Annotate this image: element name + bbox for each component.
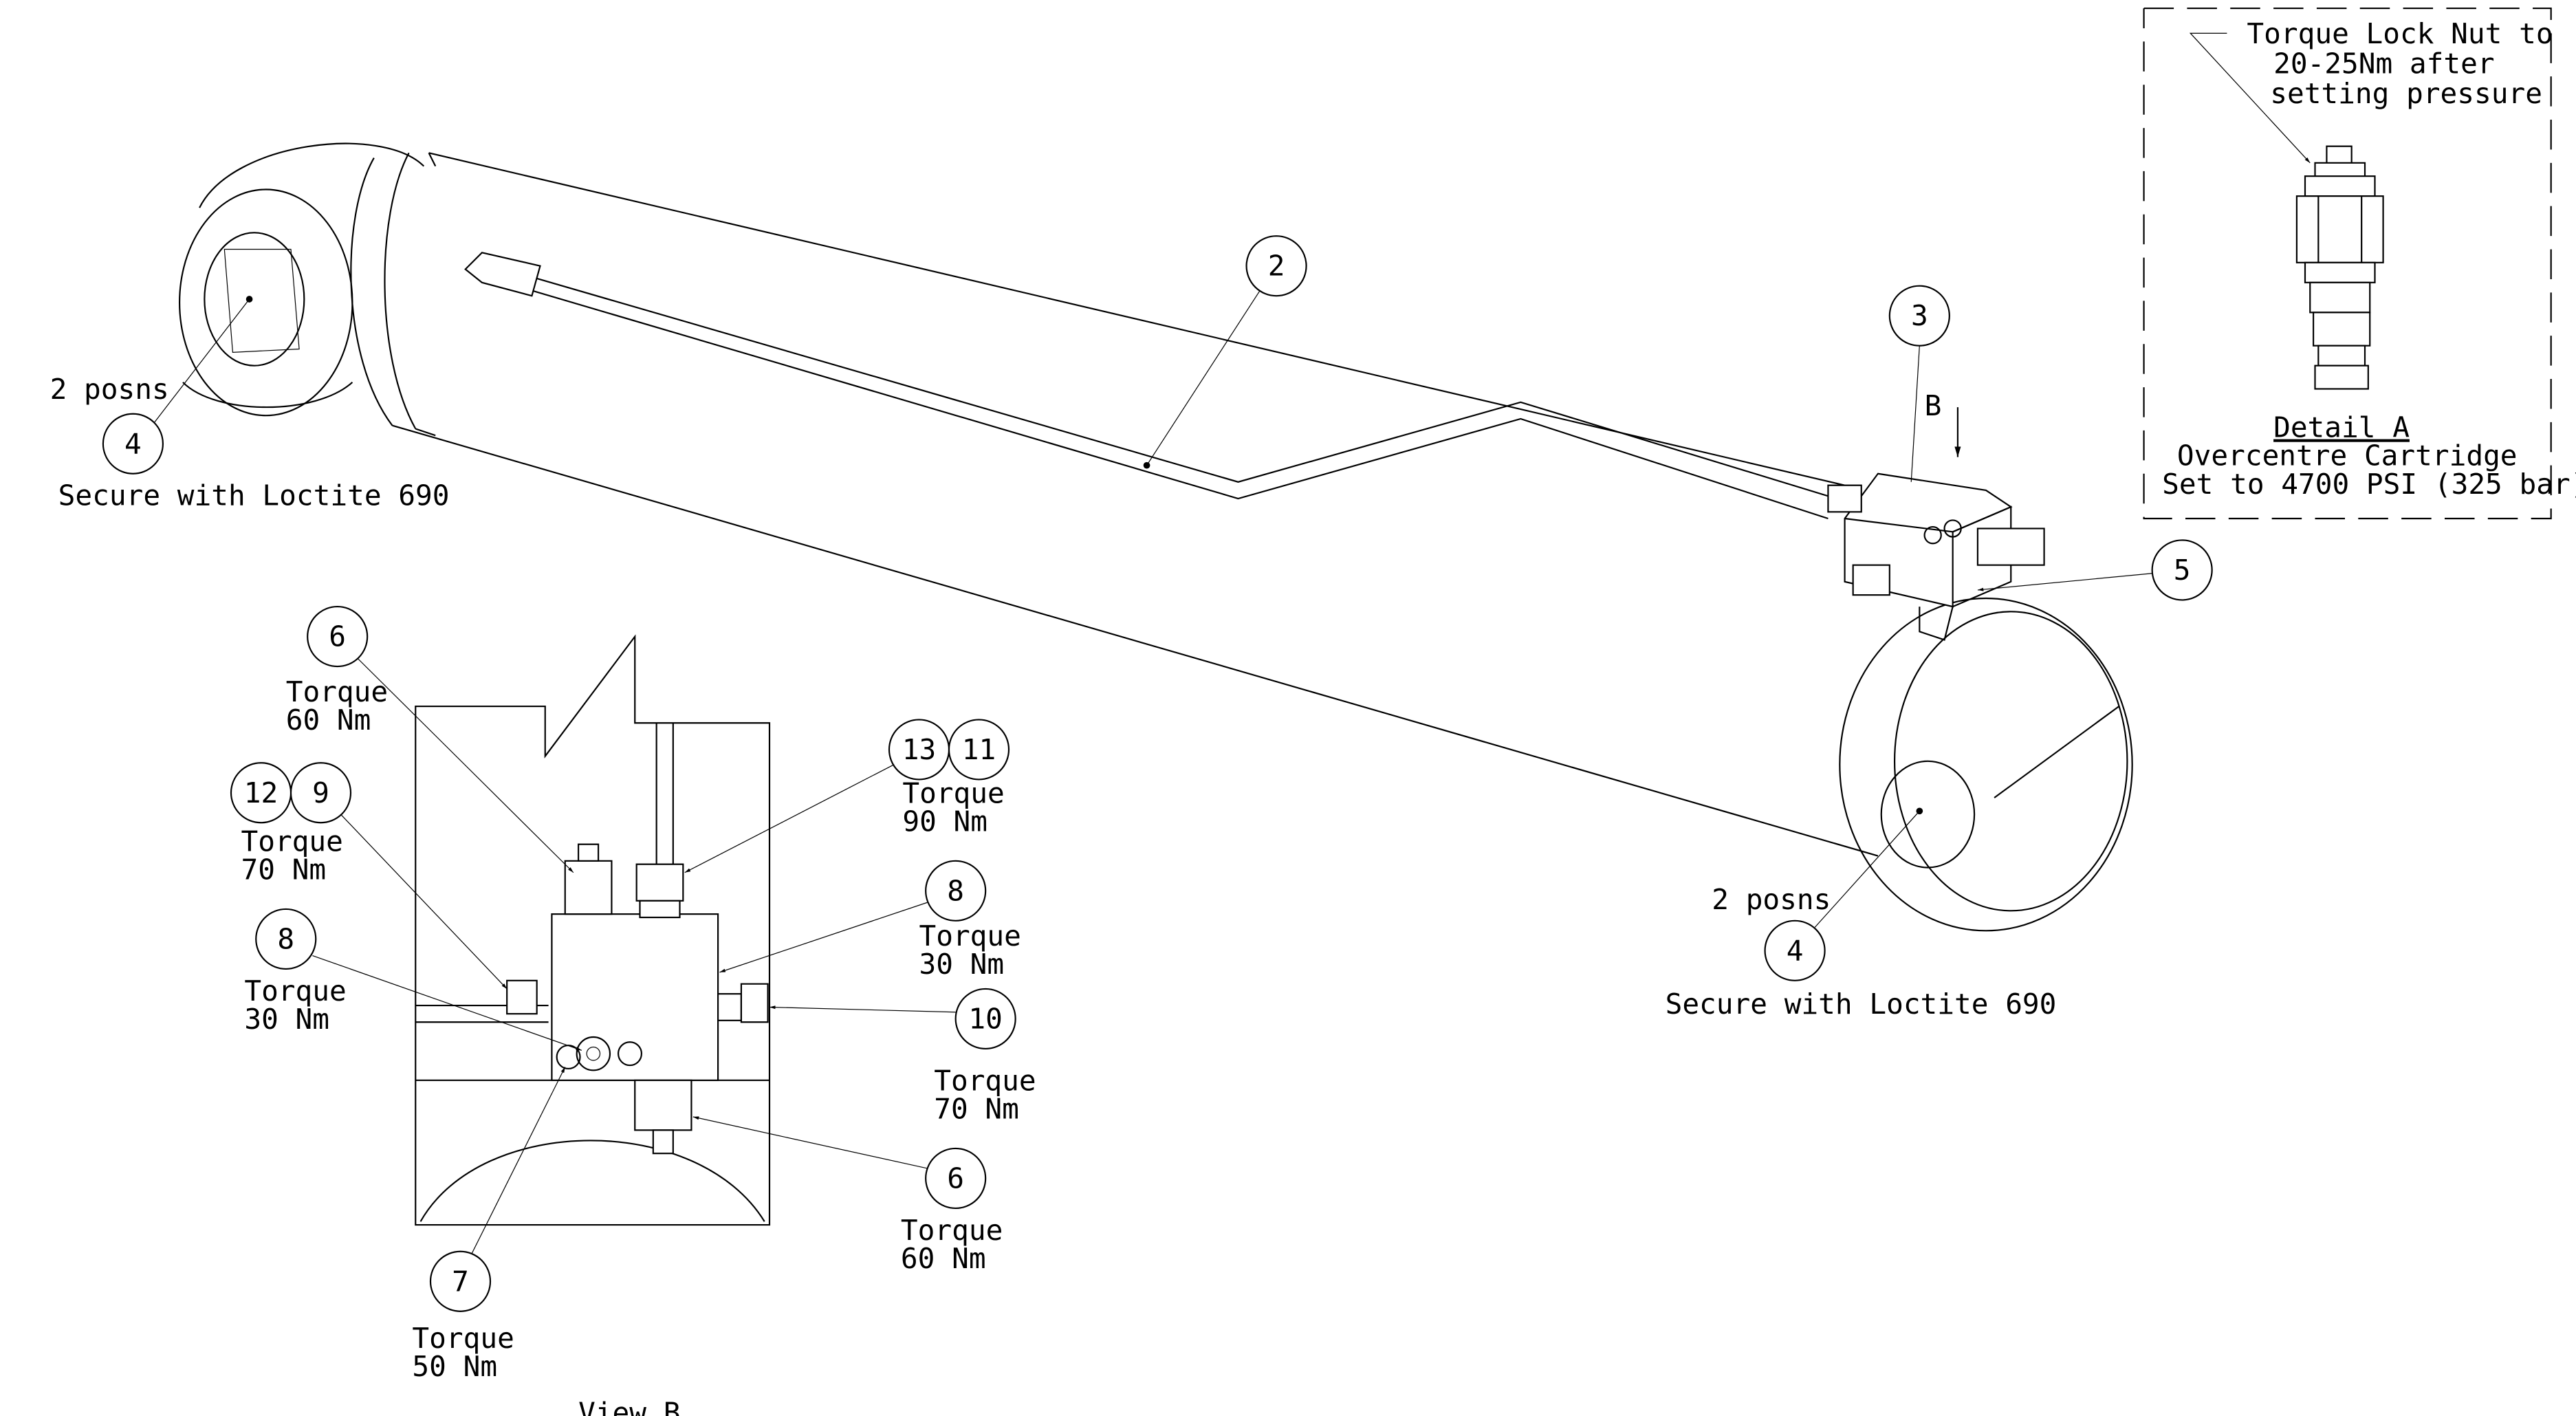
- hydraulic-tube: [464, 252, 1837, 520]
- svg-text:10: 10: [968, 1002, 1002, 1035]
- svg-text:2: 2: [1268, 250, 1285, 283]
- cylinder-end-cap: [1839, 597, 2133, 932]
- right-posns-note: 2 posns: [1712, 883, 1831, 916]
- torque-value: 30 Nm: [919, 948, 1005, 981]
- svg-text:7: 7: [452, 1265, 469, 1298]
- rod-eye: [178, 142, 425, 417]
- balloon-5: 5: [1977, 539, 2213, 601]
- callout-10: 10: [769, 988, 1016, 1050]
- callout-8-left: 8: [255, 908, 582, 1051]
- svg-text:9: 9: [312, 776, 329, 809]
- view-b-arrow: B: [1925, 389, 1961, 457]
- left-loctite-note: Secure with Loctite 690: [58, 479, 450, 512]
- torque-label: Torque: [412, 1322, 514, 1355]
- balloon-4-left: 4: [102, 296, 253, 475]
- torque-value: 60 Nm: [286, 704, 371, 737]
- torque-label: Torque: [901, 1214, 1003, 1247]
- torque-value: 50 Nm: [412, 1350, 497, 1383]
- svg-text:5: 5: [2174, 554, 2191, 587]
- torque-value: 60 Nm: [901, 1242, 986, 1275]
- callout-12-9: 12 9: [230, 762, 507, 990]
- svg-text:8: 8: [947, 874, 964, 907]
- torque-value: 90 Nm: [902, 805, 987, 838]
- torque-label: Torque: [286, 675, 388, 708]
- svg-text:6: 6: [329, 620, 346, 653]
- svg-text:4: 4: [1787, 934, 1804, 967]
- detail-a-title: Detail A: [2273, 411, 2410, 444]
- detail-a-setting: Set to 4700 PSI (325 bar): [2162, 468, 2576, 501]
- svg-text:12: 12: [244, 776, 278, 809]
- lock-nut-note-line2: 20-25Nm after: [2273, 47, 2495, 80]
- balloon-2: 2: [1143, 235, 1307, 469]
- callout-8-right: 8: [719, 860, 987, 973]
- svg-text:13: 13: [902, 733, 936, 766]
- lock-nut-note-line1: Torque Lock Nut to: [2247, 17, 2553, 50]
- torque-value: 30 Nm: [244, 1003, 329, 1036]
- right-loctite-note: Secure with Loctite 690: [1666, 988, 2057, 1021]
- view-b-arrow-label: B: [1925, 389, 1942, 422]
- torque-value: 70 Nm: [934, 1092, 1019, 1125]
- svg-text:4: 4: [124, 427, 142, 460]
- svg-text:8: 8: [277, 922, 294, 955]
- detail-a: Torque Lock Nut to 20-25Nm after setting…: [2143, 7, 2576, 520]
- callout-7: 7: [429, 1067, 566, 1312]
- balloon-3: 3: [1888, 285, 1950, 482]
- torque-label: Torque: [244, 974, 346, 1007]
- view-b: 6 12 9 8 13 11 8 10 6 7: [230, 605, 1036, 1416]
- torque-label: Torque: [902, 776, 1004, 809]
- callout-6-top: 6: [307, 605, 574, 873]
- left-posns-note: 2 posns: [50, 373, 169, 406]
- svg-text:6: 6: [947, 1162, 964, 1195]
- lock-nut-note-line3: setting pressure: [2270, 77, 2542, 110]
- overcentre-cartridge: [2295, 145, 2384, 390]
- hydraulic-cylinder: B 2 3 4 4 5 2 posns Secure wit: [50, 142, 2213, 1021]
- torque-label: Torque: [919, 919, 1021, 952]
- torque-value: 70 Nm: [241, 853, 327, 886]
- balloon-4-right: 4: [1764, 807, 1923, 981]
- callout-6-bottom: 6: [692, 1116, 987, 1210]
- torque-label: Torque: [934, 1064, 1036, 1097]
- callout-13-11: 13 11: [684, 719, 1010, 873]
- svg-text:3: 3: [1911, 299, 1928, 332]
- valve-block: [1827, 472, 2045, 641]
- torque-label: Torque: [241, 825, 343, 858]
- svg-text:11: 11: [962, 733, 996, 766]
- detail-a-subtitle: Overcentre Cartridge: [2177, 439, 2518, 472]
- view-b-title: View B: [578, 1397, 680, 1416]
